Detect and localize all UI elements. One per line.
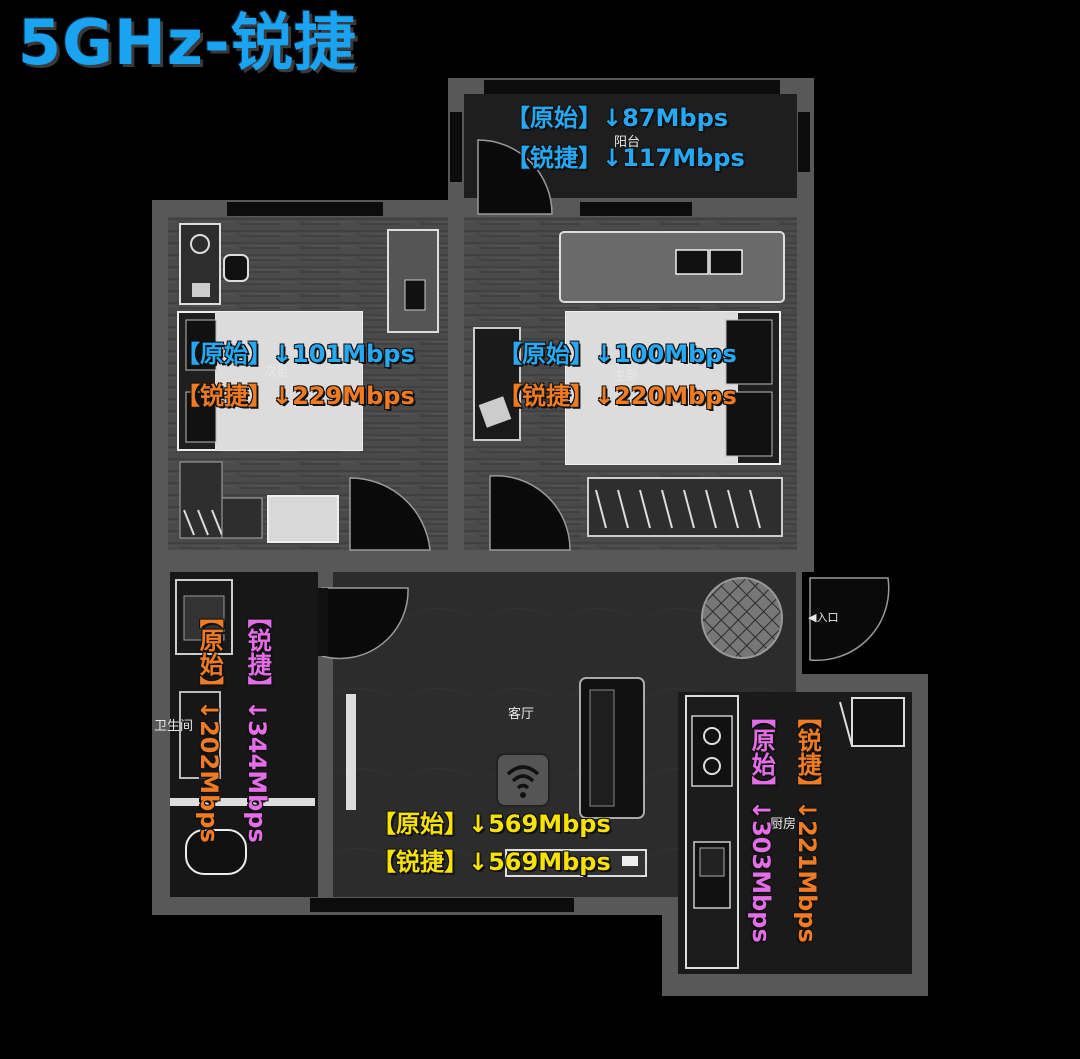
bathroom-fixtures xyxy=(170,579,315,875)
room-label-living-room: 客厅 xyxy=(508,707,535,722)
windows xyxy=(227,80,810,912)
bathroom-original-speed: 【原始】↓202Mbps xyxy=(195,604,224,843)
entrance-label: ◀入口 xyxy=(808,611,839,624)
doors xyxy=(321,139,890,662)
balcony-original-speed: 【原始】↓87Mbps xyxy=(506,104,729,132)
kitchen-ruijie-speed: 【锐捷】↓221Mbps xyxy=(793,704,822,943)
room-label-kitchen: 厨房 xyxy=(770,817,797,832)
bathroom-ruijie-speed: 【锐捷】↓344Mbps xyxy=(243,604,272,843)
second-bedroom-original-speed: 【原始】↓101Mbps xyxy=(176,340,415,368)
living-room-original-speed: 【原始】↓569Mbps xyxy=(372,810,611,838)
page-title: 5GHz-锐捷 xyxy=(18,6,357,79)
master-bedroom-ruijie-speed: 【锐捷】↓220Mbps xyxy=(498,382,737,410)
second-bedroom-ruijie-speed: 【锐捷】↓229Mbps xyxy=(176,382,415,410)
master-bedroom-furniture xyxy=(473,231,785,537)
living-room-furniture xyxy=(346,577,783,877)
room-label-second-bedroom: 次卧 xyxy=(264,365,291,380)
door-leaf xyxy=(318,588,328,656)
second-bedroom-furniture xyxy=(177,223,439,543)
living-room-ruijie-speed: 【锐捷】↓569Mbps xyxy=(372,848,611,876)
room-label-bathroom: 卫生间 xyxy=(154,719,194,734)
room-label-balcony: 阳台 xyxy=(614,135,641,150)
balcony-ruijie-speed: 【锐捷】↓117Mbps xyxy=(506,144,745,172)
master-bedroom-original-speed: 【原始】↓100Mbps xyxy=(498,340,737,368)
kitchen-original-speed: 【原始】↓303Mbps xyxy=(747,704,776,943)
room-label-master-bedroom: 主卧 xyxy=(613,369,640,384)
wifi-icon xyxy=(496,753,550,807)
kitchen-fixtures xyxy=(685,695,905,969)
